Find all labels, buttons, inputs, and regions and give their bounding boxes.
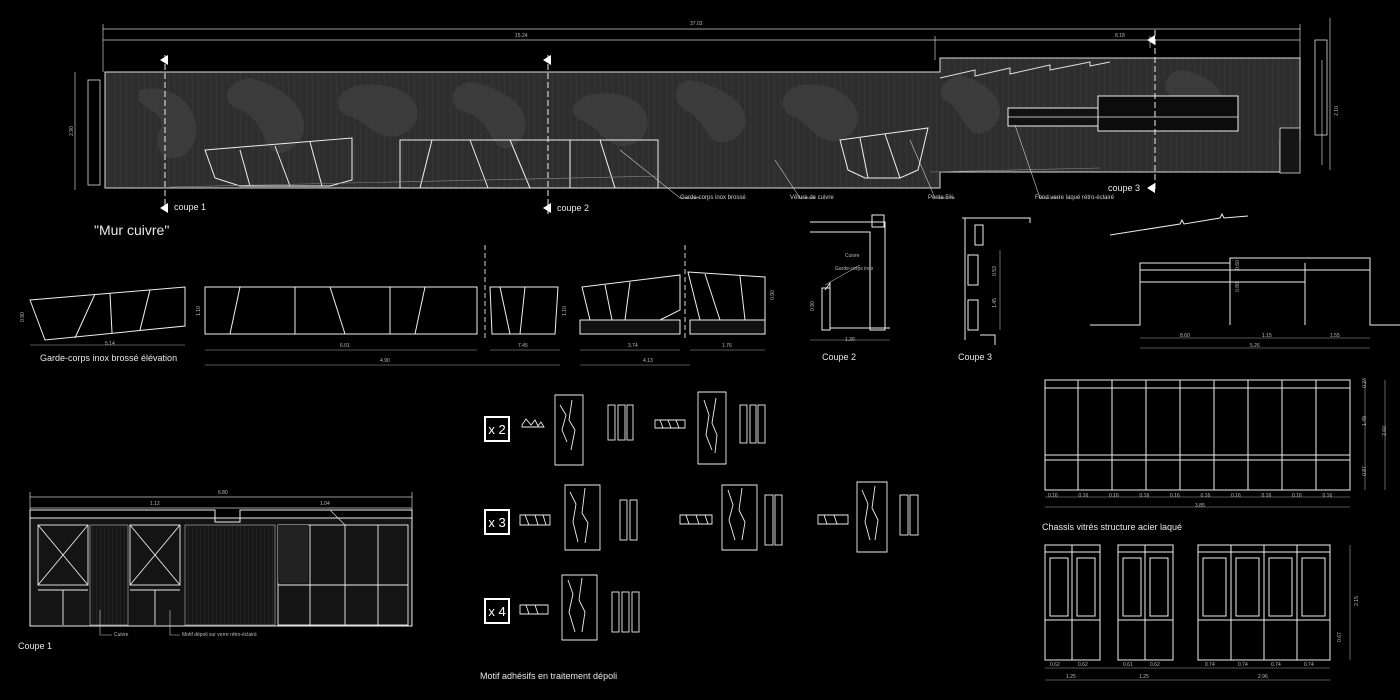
coupe2-dim-h: 0.90 bbox=[809, 301, 816, 311]
chassis-small-module-dim: 0.74 bbox=[1304, 662, 1314, 668]
section-marker-coupe1: coupe 1 bbox=[174, 202, 207, 212]
chassis-small-dim-b: 1.25 bbox=[1139, 674, 1149, 680]
detail-dim-w3: 1.55 bbox=[1330, 333, 1340, 339]
coupe3-section bbox=[962, 217, 1031, 345]
coupe1-dim-left: 1.12 bbox=[150, 501, 160, 507]
chassis-small-dim-a: 1.25 bbox=[1066, 674, 1076, 680]
coupe2-section bbox=[810, 214, 890, 341]
railing-dim-h1: 0.90 bbox=[19, 312, 26, 322]
coupe1-dim-total: 6.80 bbox=[218, 490, 228, 496]
coupe1-caption: Coupe 1 bbox=[18, 641, 53, 651]
railing-dim-h4: 0.90 bbox=[769, 290, 776, 300]
drawing-title: "Mur cuivre" bbox=[94, 222, 170, 238]
motifs-caption: Motif adhésifs en traitement dépoli bbox=[480, 671, 618, 681]
chassis-dim-h-top: 1.49 bbox=[1361, 416, 1368, 426]
coupe2-label-garde-corps: Garde-corps inox bbox=[835, 266, 874, 272]
railing-dim-d1: 5.14 bbox=[105, 341, 115, 347]
chassis-small-module-dim: 0.74 bbox=[1205, 662, 1215, 668]
coupe1-dim-right: 1.04 bbox=[320, 501, 330, 507]
multiplier-box-x4: x 4 bbox=[484, 598, 510, 624]
multiplier-box-x2: x 2 bbox=[484, 416, 510, 442]
chassis-dim-total: 3.85 bbox=[1195, 503, 1205, 509]
coupe1-label-motif: Motif dépoli sur verre rétro-éclairé bbox=[182, 632, 257, 638]
chassis-small-module-dim: 0.74 bbox=[1271, 662, 1281, 668]
chassis-dim-h-total: 2.60 bbox=[1381, 426, 1388, 436]
dim-left-span: 15.24 bbox=[515, 33, 528, 39]
chassis-module-dim: 0.16 bbox=[1048, 493, 1058, 499]
chassis-module-dim: 0.16 bbox=[1322, 493, 1333, 499]
coupe2-label-cuivre: Cuivre bbox=[845, 253, 860, 259]
chassis-module-dim: 0.16 bbox=[1078, 493, 1089, 499]
chassis-module-dim: 0.16 bbox=[1109, 493, 1119, 499]
chassis-dim-h-bot: 0.87 bbox=[1361, 466, 1368, 476]
section-marker-coupe3: coupe 3 bbox=[1108, 183, 1141, 193]
motif-shapes bbox=[519, 391, 919, 641]
dim-height-right: 2.10 bbox=[1333, 106, 1340, 116]
railing-dim-d6: 4.13 bbox=[643, 358, 653, 364]
coupe2-dim-w: 1.30 bbox=[845, 337, 855, 343]
chassis-module-dim: 0.16 bbox=[1261, 493, 1272, 499]
detail-dim-h2: 0.80 bbox=[1234, 282, 1241, 292]
chassis-small-dim-height: 2.15 bbox=[1353, 596, 1360, 606]
railing-dim-d7: 1.76 bbox=[722, 343, 732, 349]
chassis-dim-h-upper: 0.24 bbox=[1361, 378, 1368, 388]
chassis-small-module-dim: 0.74 bbox=[1238, 662, 1248, 668]
top-elevation bbox=[74, 18, 1331, 215]
detail-elevation bbox=[1090, 212, 1400, 349]
chassis-small-module-dim: 0.62 bbox=[1150, 662, 1160, 668]
section-marker-coupe2: coupe 2 bbox=[557, 203, 590, 213]
chassis-caption: Chassis vitrés structure acier laqué bbox=[1042, 522, 1183, 532]
chassis-module-dim: 0.16 bbox=[1139, 493, 1150, 499]
railing-elevations bbox=[29, 245, 766, 366]
coupe1-label-cuivre: Cuivre bbox=[114, 632, 129, 638]
annotation-veture: Vêture de cuivre bbox=[790, 195, 834, 201]
dim-right-span: 8.18 bbox=[1115, 33, 1125, 39]
annotation-garde-corps: Garde-corps inox brossé bbox=[680, 195, 746, 201]
coupe2-caption: Coupe 2 bbox=[822, 352, 857, 362]
coupe3-caption: Coupe 3 bbox=[958, 352, 993, 362]
detail-dim-w2: 1.15 bbox=[1262, 333, 1272, 339]
railing-dim-d2: 6.01 bbox=[340, 343, 350, 349]
dim-total: 37.03 bbox=[690, 21, 703, 27]
coupe3-dim-a: 0.53 bbox=[991, 266, 998, 276]
chassis-small-module-dim: 0.62 bbox=[1050, 662, 1060, 668]
railing-dim-h3: 1.10 bbox=[561, 306, 568, 316]
detail-dim-h1: 0.60 bbox=[1234, 260, 1241, 270]
chassis-module-dim: 0.16 bbox=[1170, 493, 1180, 499]
railing-caption: Garde-corps inox brossé élévation bbox=[40, 353, 178, 363]
annotation-pente: Pente 5% bbox=[928, 195, 955, 201]
railing-dim-h2: 1.10 bbox=[195, 306, 202, 316]
chassis-module-dim: 0.16 bbox=[1292, 493, 1302, 499]
annotation-fond-verre: Fond verre laqué rétro-éclairé bbox=[1035, 195, 1115, 201]
multiplier-box-x3: x 3 bbox=[484, 509, 510, 535]
chassis-small bbox=[1044, 544, 1351, 681]
coupe1-section bbox=[29, 492, 413, 636]
railing-dim-d5: 3.74 bbox=[628, 343, 638, 349]
chassis-small-dim-c: 2.96 bbox=[1258, 674, 1268, 680]
chassis-small-dim-h-bot: 0.67 bbox=[1336, 632, 1343, 642]
dim-height-left: 2.90 bbox=[68, 126, 75, 136]
chassis-module-dim: 0.16 bbox=[1200, 493, 1211, 499]
chassis-small-module-dim: 0.61 bbox=[1123, 662, 1133, 668]
detail-dim-total: 5.26 bbox=[1250, 343, 1260, 349]
coupe3-dim-b: 1.45 bbox=[991, 298, 998, 308]
chassis-small-module-dim: 0.62 bbox=[1078, 662, 1088, 668]
detail-dim-w1: 8.60 bbox=[1180, 333, 1190, 339]
chassis-large bbox=[1044, 379, 1386, 508]
railing-dim-d3: 4.90 bbox=[380, 358, 390, 364]
chassis-module-dim: 0.16 bbox=[1231, 493, 1241, 499]
railing-dim-d4: 7.45 bbox=[518, 343, 528, 349]
